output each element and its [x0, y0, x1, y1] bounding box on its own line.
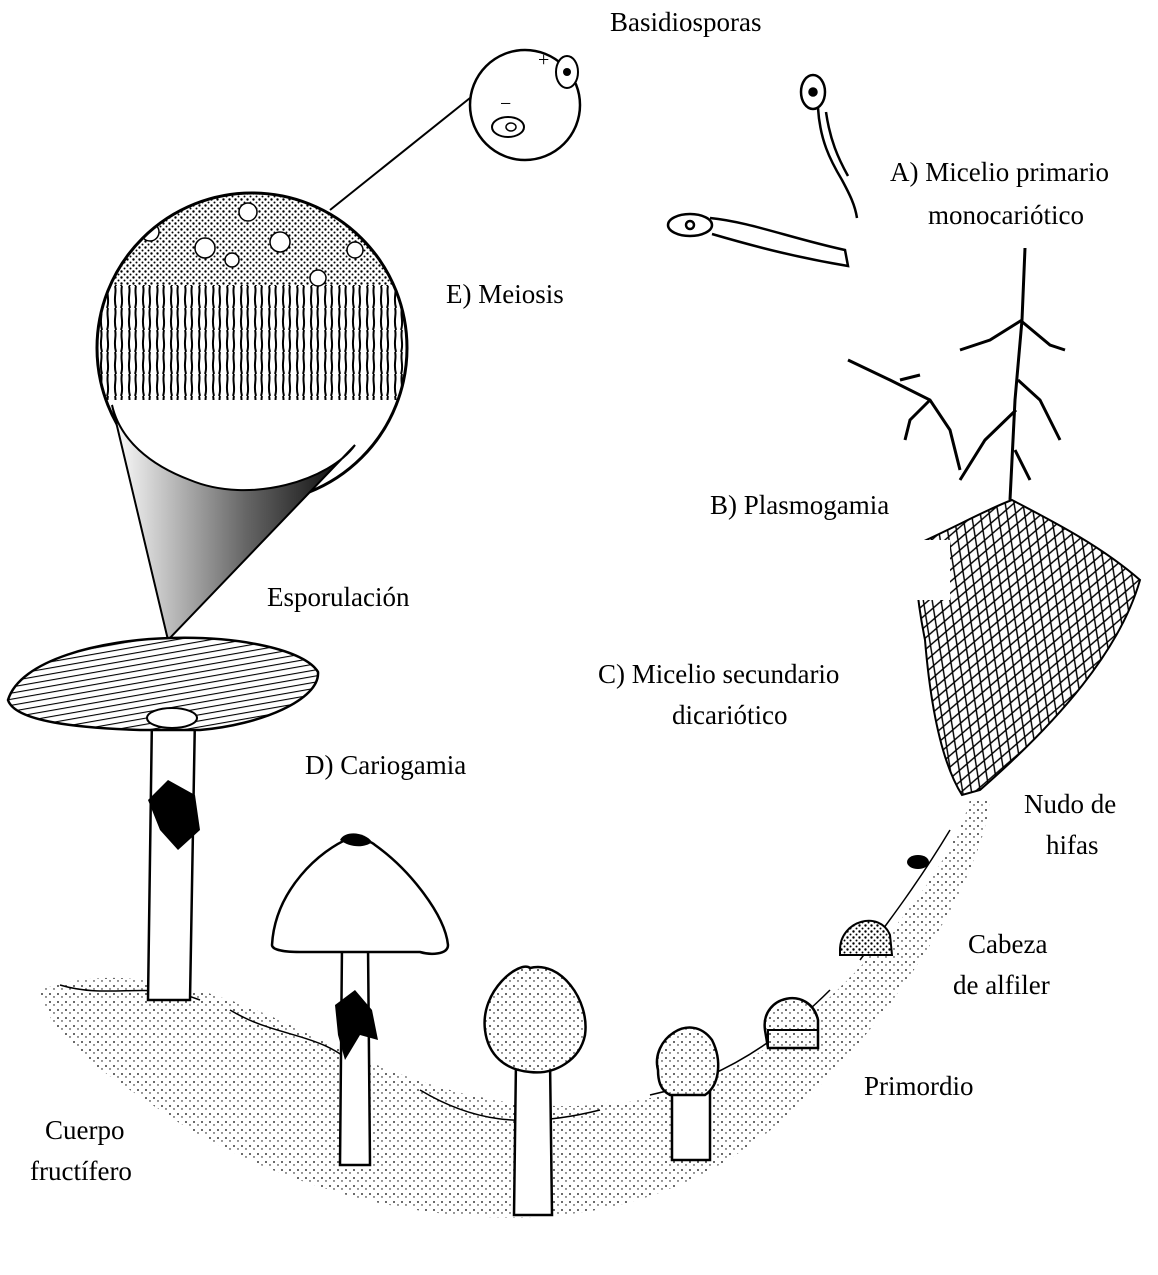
- label-dicariotico: dicariótico: [672, 698, 787, 732]
- label-plasmogamia: B) Plasmogamia: [710, 488, 889, 522]
- primordium: [765, 998, 818, 1048]
- label-basidiosporas: Basidiosporas: [610, 5, 762, 39]
- basidiospore-zoom: + −: [330, 49, 580, 210]
- pinhead: [840, 921, 892, 955]
- label-cabeza: Cabeza: [968, 927, 1047, 961]
- label-de-alfiler: de alfiler: [953, 968, 1050, 1002]
- germinating-spores: [668, 75, 857, 266]
- label-monocariotico: monocariótico: [928, 198, 1084, 232]
- label-hifas: hifas: [1046, 828, 1098, 862]
- label-micelio-primario: A) Micelio primario: [890, 155, 1109, 189]
- spore-plus-sign: +: [538, 49, 549, 71]
- label-primordio: Primordio: [864, 1069, 974, 1103]
- label-esporulacion: Esporulación: [267, 580, 409, 614]
- label-micelio-secundario: C) Micelio secundario: [598, 657, 839, 691]
- hyphal-knot: [907, 855, 929, 869]
- label-nudo-de: Nudo de: [1024, 787, 1116, 821]
- label-meiosis: E) Meiosis: [446, 277, 564, 311]
- label-cuerpo: Cuerpo: [45, 1113, 124, 1147]
- secondary-mycelium-fan: [912, 500, 1140, 795]
- spore-minus-sign: −: [500, 93, 511, 115]
- label-fructifero: fructífero: [30, 1154, 132, 1188]
- primary-mycelium: [848, 248, 1065, 500]
- label-cariogamia: D) Cariogamia: [305, 748, 466, 782]
